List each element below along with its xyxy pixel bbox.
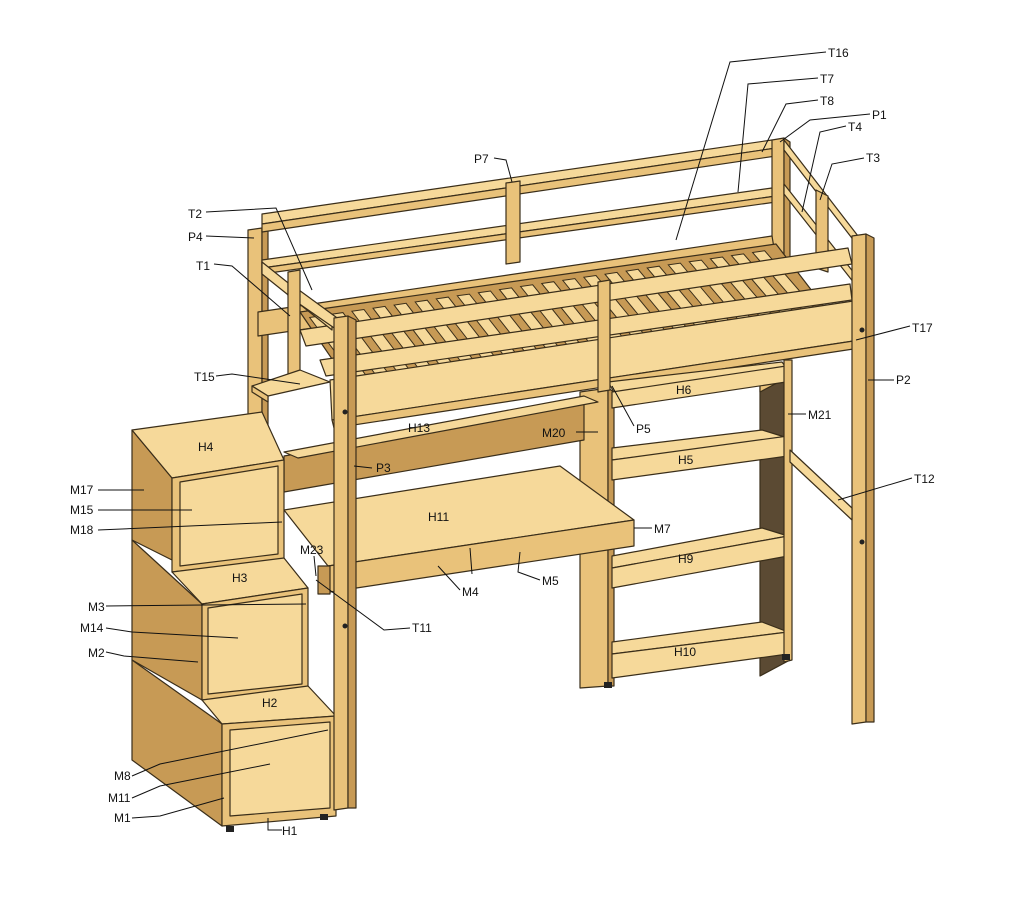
label-m21: M21	[808, 408, 832, 422]
label-p5: P5	[636, 422, 651, 436]
label-h13: H13	[408, 421, 430, 435]
label-m4: M4	[462, 585, 479, 599]
label-m5: M5	[542, 574, 559, 588]
label-t15: T15	[194, 370, 215, 384]
label-m8: M8	[114, 769, 131, 783]
label-t11: T11	[412, 621, 432, 635]
label-h9: H9	[678, 552, 694, 566]
label-m23: M23	[300, 543, 324, 557]
label-p2: P2	[896, 373, 911, 387]
label-m7: M7	[654, 522, 671, 536]
post-p2	[851, 233, 875, 725]
label-t8: T8	[820, 94, 834, 108]
label-p7: P7	[474, 152, 489, 166]
brace-t12	[789, 449, 853, 521]
staircase-cabinet	[131, 411, 337, 832]
label-m18: M18	[70, 523, 94, 537]
label-p1: P1	[872, 108, 887, 122]
label-m1: M1	[114, 811, 131, 825]
label-t16: T16	[828, 46, 849, 60]
label-h6: H6	[676, 383, 692, 397]
label-h10: H10	[674, 645, 696, 659]
desk	[283, 403, 635, 595]
shelf-unit	[579, 359, 793, 689]
leader-lines	[97, 51, 913, 831]
label-t3: T3	[866, 151, 880, 165]
label-t4: T4	[848, 120, 862, 134]
bed-deck	[257, 235, 861, 429]
label-h3: H3	[232, 571, 248, 585]
label-h2: H2	[262, 696, 278, 710]
label-m17: M17	[70, 483, 94, 497]
label-p4: P4	[188, 230, 203, 244]
label-h1: H1	[282, 824, 298, 838]
label-t17: T17	[912, 321, 933, 335]
label-m14: M14	[80, 621, 104, 635]
label-m11: M11	[108, 791, 131, 805]
label-m15: M15	[70, 503, 94, 517]
label-h4: H4	[198, 440, 214, 454]
label-t1: T1	[196, 259, 210, 273]
label-h5: H5	[678, 453, 694, 467]
label-m20: M20	[542, 426, 566, 440]
shelf-h13	[283, 395, 599, 459]
post-p5	[597, 279, 611, 393]
label-p3: P3	[376, 461, 391, 475]
label-m2: M2	[88, 646, 105, 660]
label-t2: T2	[188, 207, 202, 221]
label-t12: T12	[914, 472, 935, 486]
part-labels: T16 T7 T8 P1 T4 T3 P7 T2 P4 T1 T17 T15 P…	[70, 46, 935, 838]
label-t7: T7	[820, 72, 834, 86]
label-m3: M3	[88, 600, 105, 614]
post-p3	[333, 315, 357, 811]
label-h11: H11	[428, 510, 449, 524]
